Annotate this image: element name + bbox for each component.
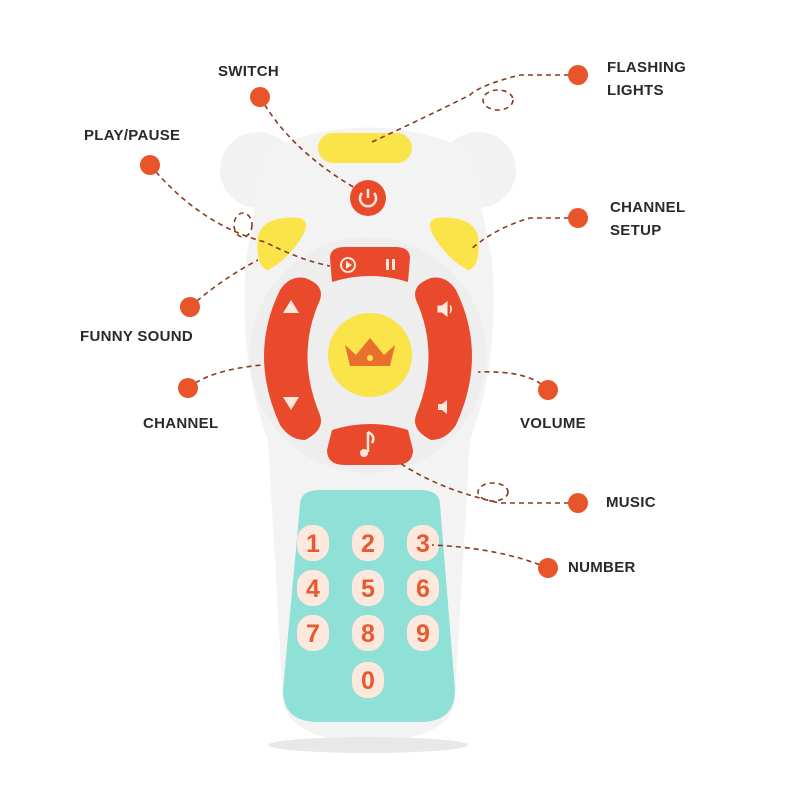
number-key-label: 8	[361, 620, 375, 648]
channel-up-icon	[283, 300, 299, 313]
number-key-8: 8	[352, 615, 384, 651]
channel-down-icon	[283, 397, 299, 410]
label-flashing-line2: LIGHTS	[607, 82, 664, 99]
channel-buttons	[264, 277, 321, 440]
power-button	[350, 180, 386, 216]
volume-up-icon	[437, 300, 452, 318]
music-note-icon	[366, 430, 375, 452]
label-play-pause: PLAY/PAUSE	[84, 127, 181, 144]
play-icon	[340, 257, 356, 273]
crown-button	[328, 313, 412, 397]
play-pause-button	[330, 247, 410, 282]
number-key-4: 4	[297, 570, 329, 606]
number-key-2: 2	[352, 525, 384, 561]
number-key-label: 4	[306, 575, 320, 603]
number-key-label: 2	[361, 530, 375, 558]
label-music: MUSIC	[606, 494, 656, 511]
flashing-lights-bar	[318, 133, 412, 163]
number-key-label: 0	[361, 667, 375, 695]
label-volume: VOLUME	[520, 415, 586, 432]
number-key-label: 5	[361, 575, 375, 603]
power-icon	[358, 192, 378, 208]
funny-sound-button	[257, 217, 306, 270]
label-funny-sound: FUNNY SOUND	[80, 328, 194, 345]
number-key-3: 3	[407, 525, 439, 561]
number-key-7: 7	[297, 615, 329, 651]
label-number: NUMBER	[568, 559, 636, 576]
label-channel-setup-line1: CHANNEL	[610, 199, 686, 216]
label-dots	[140, 65, 588, 578]
volume-down-icon	[438, 400, 447, 414]
label-channel-setup: CHANNEL SETUP	[610, 196, 685, 242]
number-key-0: 0	[352, 662, 384, 698]
music-button	[327, 424, 413, 465]
number-key-9: 9	[407, 615, 439, 651]
number-key-label: 1	[306, 530, 320, 558]
number-key-label: 3	[416, 530, 430, 558]
volume-buttons	[415, 277, 472, 440]
pause-icon	[386, 259, 389, 270]
number-key-label: 9	[416, 620, 430, 648]
label-channel-setup-line2: SETUP	[610, 222, 662, 239]
crown-icon	[345, 338, 395, 366]
number-key-5: 5	[352, 570, 384, 606]
channel-setup-button	[430, 217, 479, 270]
number-key-6: 6	[407, 570, 439, 606]
label-switch: SWITCH	[218, 63, 279, 80]
number-key-1: 1	[297, 525, 329, 561]
number-key-label: 7	[306, 620, 320, 648]
label-channel: CHANNEL	[143, 415, 219, 432]
label-flashing-lights: FLASHING LIGHTS	[607, 56, 686, 102]
label-flashing-line1: FLASHING	[607, 59, 687, 76]
number-key-label: 6	[416, 575, 430, 603]
leader-lines	[149, 74, 578, 569]
